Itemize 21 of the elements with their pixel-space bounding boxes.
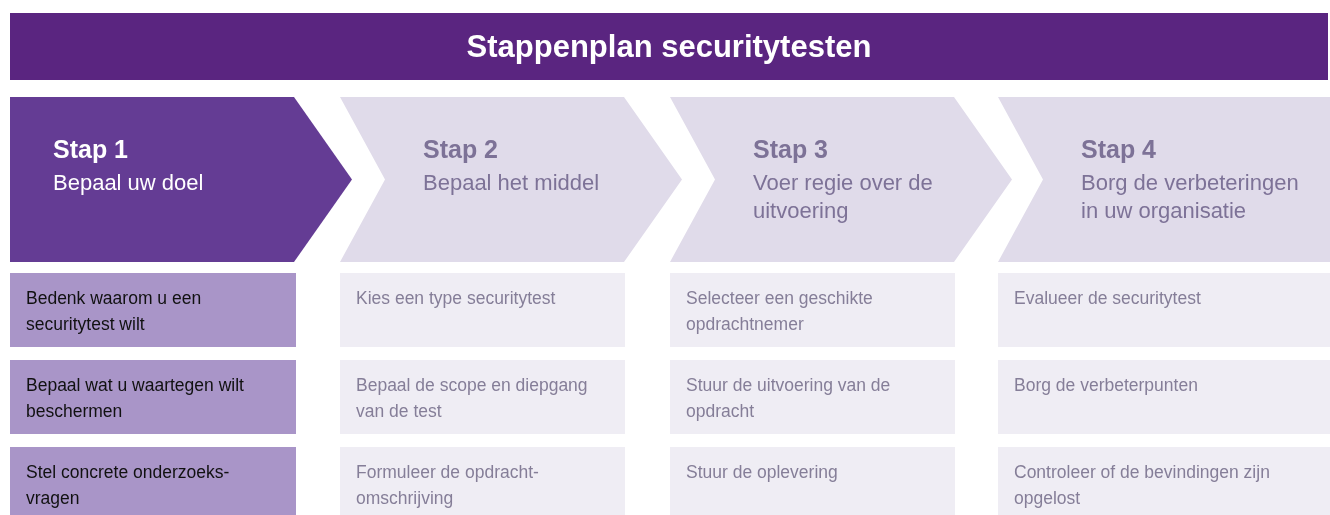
step-heading: Stap 2 bbox=[423, 135, 499, 164]
step-description: Voer regie over de uitvoering bbox=[753, 169, 934, 225]
task-card: Bepaal wat u waartegen wilt beschermen bbox=[10, 360, 296, 434]
task-card: Stel concrete onderzoeks-vragen bbox=[10, 447, 296, 515]
step-description: Bepaal uw doel bbox=[53, 169, 205, 197]
task-card: Stuur de oplevering bbox=[670, 447, 955, 515]
step-heading: Stap 1 bbox=[53, 135, 129, 164]
step-description: Borg de verbeteringen in uw organisatie bbox=[1081, 169, 1300, 225]
task-card: Controleer of de bevindingen zijn opgelost bbox=[998, 447, 1330, 515]
step-heading: Stap 4 bbox=[1081, 135, 1157, 164]
title-banner: Stappenplan securitytesten bbox=[10, 13, 1328, 80]
task-card: Stuur de uitvoering van de opdracht bbox=[670, 360, 955, 434]
task-card: Bepaal de scope en diepgang van de test bbox=[340, 360, 625, 434]
step-heading: Stap 3 bbox=[753, 135, 829, 164]
task-card: Selecteer een geschikte opdrachtnemer bbox=[670, 273, 955, 347]
task-card: Formuleer de opdracht-omschrijving bbox=[340, 447, 625, 515]
step-description: Bepaal het middel bbox=[423, 169, 601, 197]
task-card: Borg de verbeterpunten bbox=[998, 360, 1330, 434]
task-card: Evalueer de securitytest bbox=[998, 273, 1330, 347]
task-card: Bedenk waarom u een securitytest wilt bbox=[10, 273, 296, 347]
task-card: Kies een type securitytest bbox=[340, 273, 625, 347]
